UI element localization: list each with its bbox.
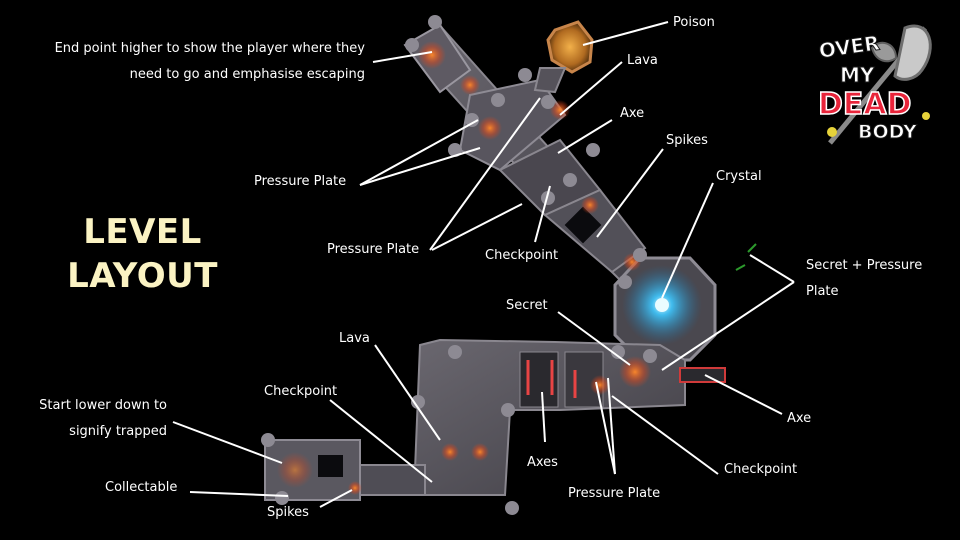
- slide-title-line-2: LAYOUT: [67, 256, 218, 296]
- bottom-rooms: [264, 338, 726, 501]
- label-crystal: Crystal: [716, 169, 762, 184]
- label-start-lower-line-2: signify trapped: [69, 424, 167, 439]
- label-poison: Poison: [673, 15, 715, 30]
- coin-icon: [922, 112, 930, 120]
- logo-word-dead: DEAD: [818, 87, 912, 122]
- label-start-lower-line-1: Start lower down to: [39, 398, 167, 413]
- poison-room: [533, 20, 594, 94]
- label-end-point-line-2: need to go and emphasise escaping: [129, 67, 365, 82]
- label-pressure-plate-2: Pressure Plate: [327, 242, 420, 257]
- secret-marker: [735, 243, 757, 271]
- axe-icon: [828, 24, 932, 145]
- pillars: [261, 15, 657, 515]
- logo-word-over: OVER: [817, 31, 881, 63]
- label-lava-top: Lava: [627, 53, 658, 68]
- label-axe-top: Axe: [620, 106, 645, 121]
- label-end-point: End point higher to show the player wher…: [30, 36, 365, 88]
- label-spikes-bottom: Spikes: [267, 505, 309, 520]
- label-secret: Secret: [506, 298, 548, 313]
- logo-word-body: BODY: [858, 121, 917, 143]
- label-checkpoint-top: Checkpoint: [485, 248, 559, 263]
- label-axe-right: Axe: [787, 411, 812, 426]
- label-secret-pressure-plate-line-1: Secret + Pressure: [806, 258, 923, 273]
- label-checkpoint-bottom-left: Checkpoint: [264, 384, 338, 399]
- slide-title: LEVEL LAYOUT: [40, 210, 245, 298]
- label-collectable: Collectable: [105, 480, 178, 495]
- label-end-point-line-1: End point higher to show the player wher…: [54, 41, 365, 56]
- label-lava-bottom: Lava: [339, 331, 370, 346]
- logo-word-my: MY: [840, 63, 875, 87]
- label-secret-pressure-plate: Secret + Pressure Plate: [806, 253, 922, 305]
- callout-lines: [172, 21, 795, 508]
- slide-title-line-1: LEVEL: [83, 212, 202, 252]
- label-pressure-plate-bottom: Pressure Plate: [568, 486, 661, 501]
- coin-icon: [827, 127, 837, 137]
- label-pressure-plate-1: Pressure Plate: [254, 174, 347, 189]
- label-axes: Axes: [527, 455, 558, 470]
- label-checkpoint-bottom-right: Checkpoint: [724, 462, 798, 477]
- label-start-lower: Start lower down to signify trapped: [0, 393, 167, 445]
- label-secret-pressure-plate-line-2: Plate: [806, 284, 839, 299]
- crystal-room: [613, 256, 717, 362]
- game-logo: OVER MY DEAD BODY: [817, 24, 932, 145]
- label-spikes-top: Spikes: [666, 133, 708, 148]
